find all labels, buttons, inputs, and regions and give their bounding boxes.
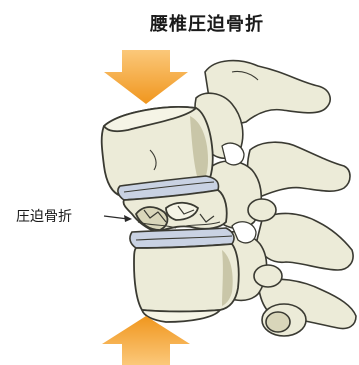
downward-compression-arrow-icon [104,50,188,104]
diagram-title: 腰椎圧迫骨折 [150,10,264,36]
vertebral-body-lower [134,244,239,322]
fracture-annotation-label: 圧迫骨折 [16,206,72,226]
spinous-process-middle [248,142,350,196]
spinous-process-lower [256,213,353,270]
annotation-leader [104,215,132,222]
upward-compression-arrow-icon [102,316,190,365]
